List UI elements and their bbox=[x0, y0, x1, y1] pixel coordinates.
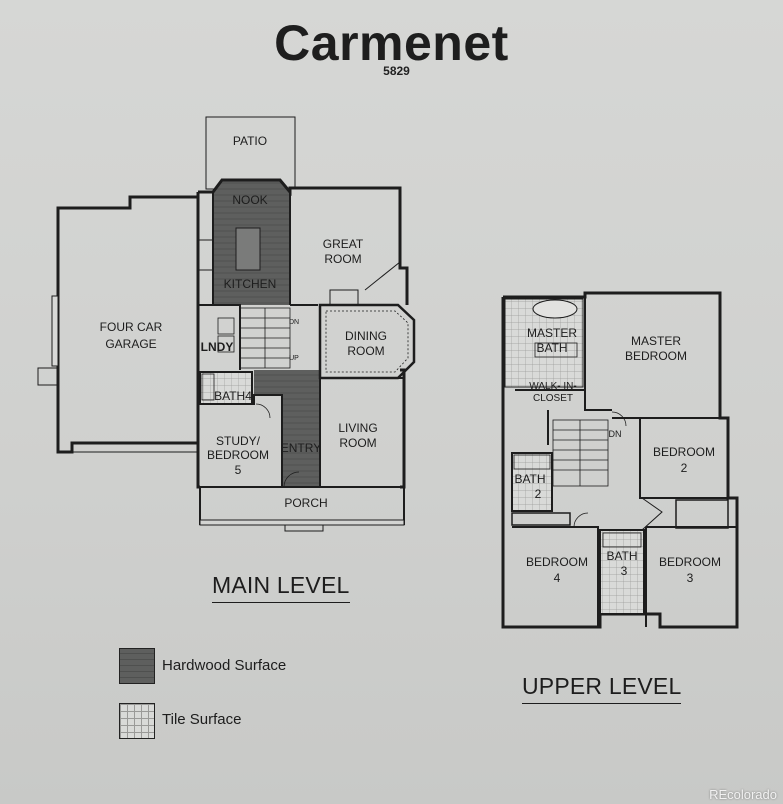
room-label-dining-line1: DINING bbox=[345, 329, 387, 343]
room-label-garage-line2: GARAGE bbox=[105, 337, 156, 351]
room-label-master-bath-line1: MASTER bbox=[527, 326, 577, 340]
patio-area bbox=[205, 116, 296, 190]
room-label-bedroom2-line2: 2 bbox=[681, 461, 688, 475]
room-label-study-line3: 5 bbox=[235, 463, 242, 477]
house-outer-wall bbox=[198, 178, 409, 305]
upper-level-plan bbox=[501, 291, 739, 629]
bath2-floor bbox=[511, 452, 553, 512]
room-label-master-bedroom-line2: BEDROOM bbox=[625, 349, 687, 363]
room-label-nook: NOOK bbox=[232, 193, 267, 207]
tile-legend-swatch bbox=[119, 703, 155, 739]
room-label-dining-line2: ROOM bbox=[347, 344, 384, 358]
room-label-bath4: BATH4 bbox=[214, 389, 252, 403]
room-label-laundry: LNDY bbox=[201, 340, 234, 354]
room-label-bedroom4-line1: BEDROOM bbox=[526, 555, 588, 569]
room-label-patio: PATIO bbox=[233, 134, 267, 148]
room-label-closet-line2: CLOSET bbox=[533, 393, 573, 404]
plan-number: 5829 bbox=[383, 64, 410, 78]
room-label-closet-line1: WALK- IN- bbox=[529, 381, 576, 392]
upper-outer-wall bbox=[501, 291, 739, 629]
room-label-great-room-line2: ROOM bbox=[324, 252, 361, 266]
main-level-room-labels: PATIO NOOK KITCHEN GREAT ROOM FOUR CAR G… bbox=[100, 134, 387, 510]
room-label-bath3-line2: 3 bbox=[621, 564, 628, 578]
room-label-bedroom3-line2: 3 bbox=[687, 571, 694, 585]
upper-level-heading: UPPER LEVEL bbox=[522, 673, 682, 704]
room-label-bath2-line2: 2 bbox=[535, 487, 542, 501]
room-label-entry: ENTRY bbox=[281, 441, 321, 455]
room-label-study-line2: BEDROOM bbox=[207, 448, 269, 462]
tile-legend-label: Tile Surface bbox=[162, 711, 242, 728]
stair-label-dn-upper: DN bbox=[609, 429, 622, 439]
upper-stairs bbox=[552, 419, 609, 487]
plan-title: Carmenet bbox=[274, 15, 509, 71]
watermark: REcolorado bbox=[709, 787, 777, 802]
room-label-great-room-line1: GREAT bbox=[323, 237, 364, 251]
bath3-floor bbox=[599, 529, 645, 615]
room-label-master-bath-line2: BATH bbox=[536, 341, 567, 355]
stair-label-dn: DN bbox=[289, 319, 299, 326]
room-label-garage-line1: FOUR CAR bbox=[100, 320, 163, 334]
room-label-bath3-line1: BATH bbox=[606, 549, 637, 563]
main-level-heading: MAIN LEVEL bbox=[212, 572, 350, 603]
garage-door-opening bbox=[51, 295, 59, 367]
main-level-plan bbox=[37, 116, 416, 532]
hardwood-legend-label: Hardwood Surface bbox=[162, 657, 287, 674]
entry-hardwood-floor bbox=[254, 370, 320, 487]
stair-label-up: UP bbox=[289, 355, 299, 362]
room-label-study-line1: STUDY/ bbox=[216, 434, 261, 448]
room-label-porch: PORCH bbox=[284, 496, 327, 510]
kitchen-island bbox=[235, 227, 261, 271]
room-label-living-line1: LIVING bbox=[338, 421, 377, 435]
room-label-master-bedroom-line1: MASTER bbox=[631, 334, 681, 348]
main-stairs bbox=[239, 307, 291, 369]
upper-level-room-labels: MASTER BATH MASTER BEDROOM WALK- IN- CLO… bbox=[514, 326, 721, 585]
hardwood-legend-swatch bbox=[119, 648, 155, 684]
room-label-living-line2: ROOM bbox=[339, 436, 376, 450]
room-label-bedroom3-line1: BEDROOM bbox=[659, 555, 721, 569]
room-label-bedroom4-line2: 4 bbox=[554, 571, 561, 585]
room-label-bath2-line1: BATH bbox=[514, 472, 545, 486]
garage-side-door bbox=[37, 367, 59, 386]
room-label-bedroom2-line1: BEDROOM bbox=[653, 445, 715, 459]
room-label-kitchen: KITCHEN bbox=[224, 277, 277, 291]
